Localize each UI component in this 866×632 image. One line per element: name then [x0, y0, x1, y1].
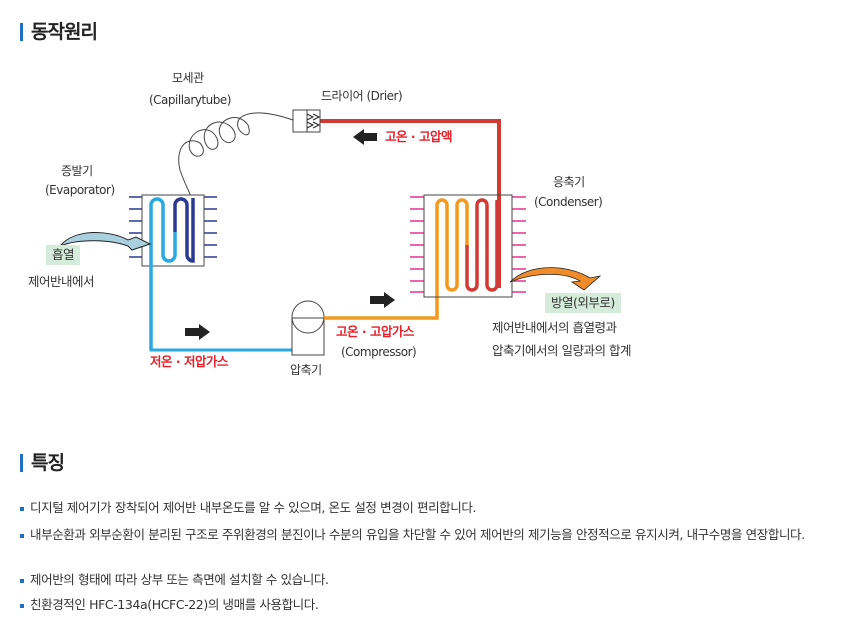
evaporator-label-en: (Evaporator) [45, 183, 115, 197]
drier [292, 109, 321, 133]
hot-gas-label: 고온 · 고압가스 [336, 324, 414, 339]
refrigeration-cycle-diagram [59, 109, 602, 356]
compressor [291, 300, 325, 356]
feature-item: 내부순환과 외부순환이 분리된 구조로 주위환경의 분진이나 수분의 유입을 차… [20, 526, 850, 544]
capillary-label-en: (Capillarytube) [149, 93, 231, 107]
capillary-tube [178, 112, 294, 201]
hot-liquid-label: 고온 · 고압액 [385, 129, 452, 144]
flow-arrow-left [353, 129, 377, 145]
heat-absorb-arrow [59, 231, 152, 251]
bullet-icon [20, 533, 24, 538]
section-title-operation: 동작원리 [20, 21, 98, 43]
bullet-icon [20, 506, 24, 511]
low-gas-pipe [149, 264, 292, 352]
bullet-icon [20, 603, 24, 608]
section-title-features: 특징 [20, 452, 65, 474]
compressor-label-ko: 압축기 [290, 363, 322, 377]
heat-absorb-source: 제어반내에서 [28, 274, 95, 289]
bullet-icon [20, 578, 24, 583]
capillary-label-ko: 모세관 [172, 71, 204, 85]
evaporator-label-ko: 증발기 [61, 164, 93, 178]
hot-liquid-pipe [320, 119, 501, 288]
condenser [410, 194, 526, 298]
heat-absorb-badge: 흡열 [46, 245, 81, 265]
low-gas-label: 저온 · 저압가스 [150, 354, 228, 369]
drier-label: 드라이어 (Drier) [321, 89, 403, 103]
feature-item: 제어반의 형태에 따라 상부 또는 측면에 설치할 수 있습니다. [20, 571, 850, 589]
heat-release-desc-2: 압축기에서의 일량과의 합계 [492, 343, 631, 358]
flow-arrow-right-2 [370, 292, 395, 308]
condenser-label-ko: 응축기 [553, 175, 585, 189]
heat-release-desc-1: 제어반내에서의 흡열령과 [492, 320, 617, 335]
feature-item: 디지털 제어기가 장착되어 제어반 내부온도를 알 수 있으며, 온도 설정 변… [20, 499, 850, 517]
flow-arrow-right [185, 324, 210, 340]
feature-item: 친환경적인 HFC-134a(HCFC-22)의 냉매를 사용합니다. [20, 596, 850, 614]
evaporator [129, 194, 217, 350]
hot-gas-pipe [324, 198, 469, 320]
condenser-label-en: (Condenser) [534, 195, 603, 209]
heat-release-arrow [509, 267, 602, 291]
heat-release-badge: 방열(외부로) [545, 293, 621, 313]
compressor-label-en: (Compressor) [341, 345, 417, 359]
